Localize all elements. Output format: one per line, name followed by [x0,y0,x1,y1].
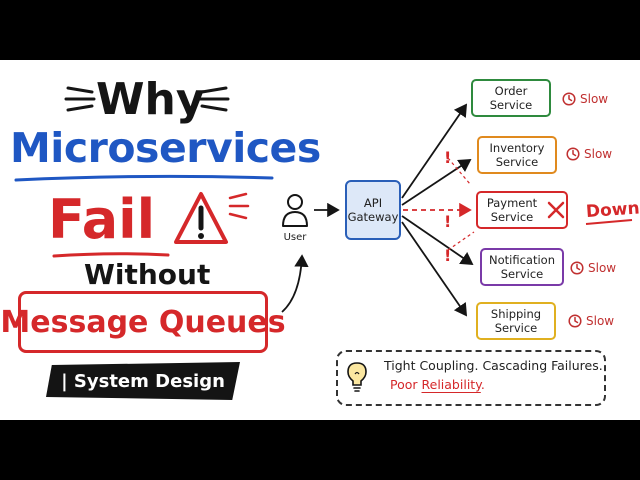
down-underline [585,219,633,225]
system-design-banner: | System Design [46,362,240,400]
system-design-label: | System Design [61,370,225,392]
note-reliability: Reliability [421,377,481,392]
notification-service-label: Notification Service [489,253,555,281]
gateway-to-order-arrow [401,103,468,199]
emphasis-lines-right-icon [198,86,230,112]
order-status-label: Slow [580,92,609,106]
clock-icon [566,147,580,161]
inventory-status: Slow [566,147,612,161]
lightbulb-icon [347,362,367,392]
order-status: Slow [562,92,608,106]
note-poor: Poor [390,377,422,392]
clock-icon [562,92,576,106]
inventory-service-label: Inventory Service [489,141,545,169]
x-icon [547,201,565,219]
note-period: . [480,377,485,392]
notification-status-label: Slow [588,261,617,275]
gateway-to-notification-arrow [401,215,474,266]
warning-triangle-icon [174,192,228,244]
payment-down-label: Down! [585,197,640,223]
api-gateway-node: API Gateway [345,180,401,240]
shipping-service-label: Shipping Service [490,307,542,335]
title-why: Why [96,74,205,125]
warning-mark-3: ! [444,246,452,265]
cascade-line-down [447,231,475,251]
api-gateway-label: API Gateway [347,196,399,224]
title-message-queues: Message Queues [0,304,286,340]
user-icon [282,194,308,227]
message-queues-box: Message Queues [0,291,286,353]
title-without: Without [84,258,211,291]
thumbnail-canvas: Why Microservices Fail Without Message Q… [0,60,640,420]
alert-lines-icon [228,192,250,220]
order-service-node: Order Service [471,79,551,117]
shipping-service-node: Shipping Service [476,302,556,340]
user-label: User [283,232,307,243]
clock-icon [570,261,584,275]
gateway-to-shipping-arrow [401,221,468,317]
inventory-service-node: Inventory Service [477,136,557,174]
note-line-1: Tight Coupling. Cascading Failures. [384,358,603,373]
emphasis-lines-left-icon [64,86,96,112]
order-service-label: Order Service [489,84,533,112]
notification-service-node: Notification Service [480,248,564,286]
warning-mark-2: ! [444,212,452,231]
shipping-status: Slow [568,314,614,328]
gateway-to-inventory-arrow [401,159,472,206]
payment-service-node: Payment Service [476,191,568,229]
inventory-status-label: Slow [584,147,613,161]
notification-status: Slow [570,261,616,275]
title-fail: Fail [48,188,156,251]
payment-service-label: Payment Service [486,196,538,224]
queue-to-user-arrow [281,254,309,313]
title-microservices: Microservices [10,124,321,172]
note-line-2: Poor Reliability. [390,377,485,392]
fail-underline [52,252,170,258]
insight-note-box [336,350,606,406]
diagram-connectors [281,103,633,317]
title-underline [14,174,274,182]
warning-mark-1: ! [444,148,452,167]
clock-icon [568,314,582,328]
shipping-status-label: Slow [586,314,615,328]
